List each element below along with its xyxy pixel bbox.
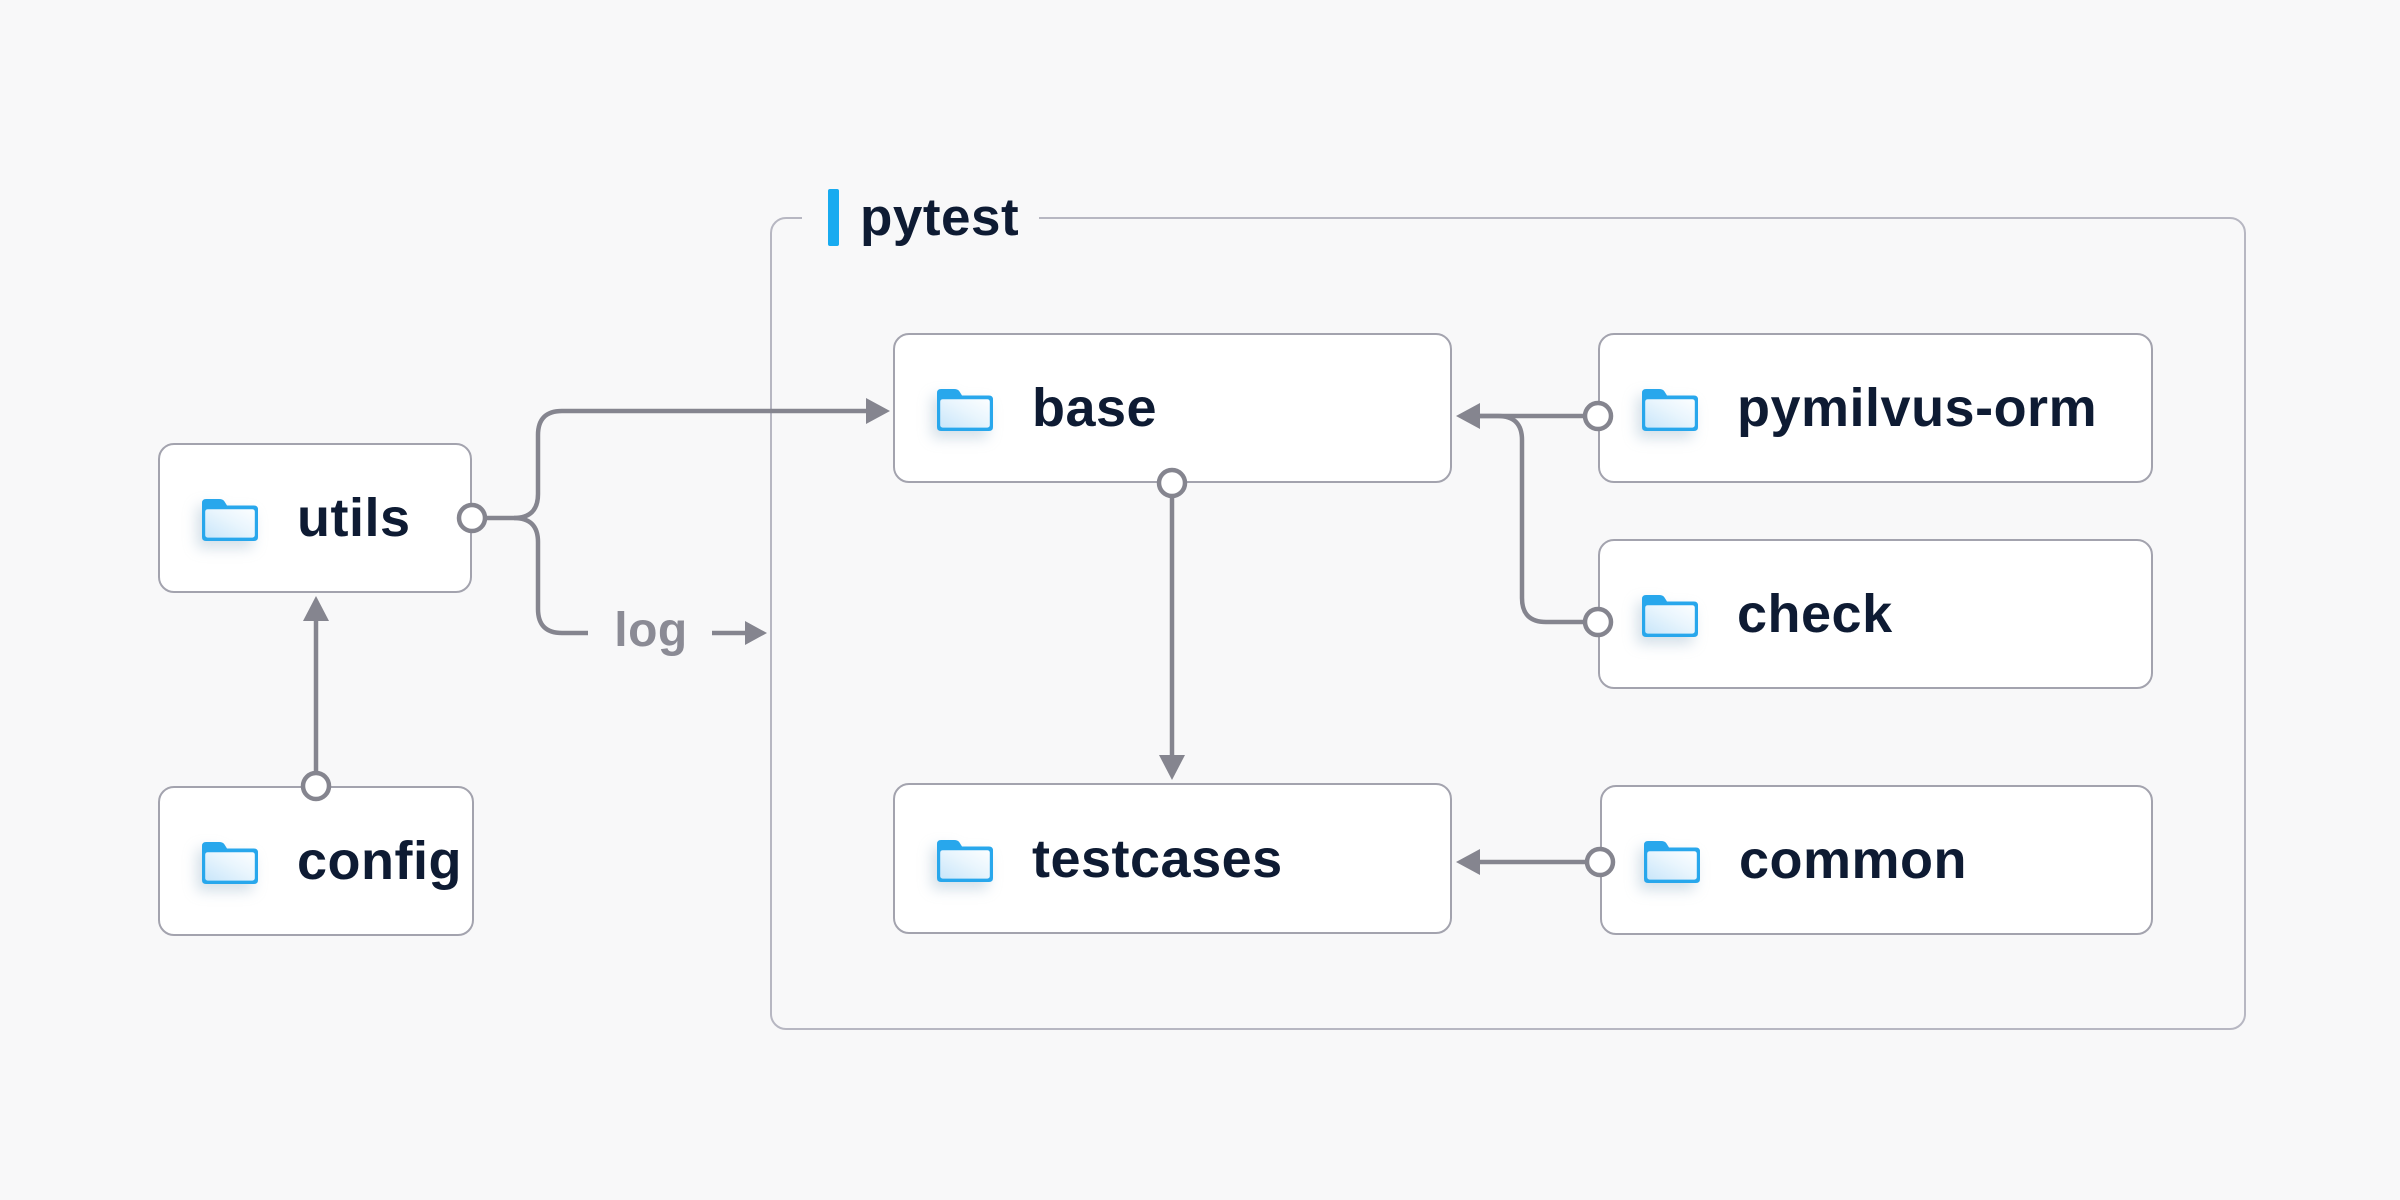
folder-icon — [933, 833, 997, 885]
accent-bar — [828, 188, 839, 246]
node-base: base — [893, 333, 1452, 483]
folder-icon — [198, 835, 262, 887]
node-base-label: base — [1032, 378, 1158, 438]
pytest-group-title: pytest — [860, 187, 1020, 247]
pytest-group-container — [770, 217, 2246, 1030]
node-testcases-label: testcases — [1032, 828, 1283, 889]
node-check: check — [1598, 539, 2153, 689]
node-config-label: config — [297, 831, 462, 891]
folder-icon — [1640, 834, 1704, 886]
node-pymilvus-orm-label: pymilvus-orm — [1737, 378, 2098, 438]
pytest-group-label: pytest — [802, 186, 1040, 248]
folder-icon — [198, 492, 262, 544]
node-pymilvus-orm: pymilvus-orm — [1598, 333, 2153, 483]
node-check-label: check — [1737, 584, 1893, 644]
edge-label-log: log — [614, 604, 688, 657]
node-utils-label: utils — [297, 488, 411, 548]
node-common: common — [1600, 785, 2153, 935]
folder-icon — [1638, 382, 1702, 434]
folder-icon — [1638, 588, 1702, 640]
edge-config-utils — [300, 596, 332, 802]
node-utils: utils — [158, 443, 472, 593]
node-config: config — [158, 786, 474, 936]
node-common-label: common — [1739, 830, 1968, 890]
folder-icon — [933, 382, 997, 434]
node-testcases: testcases — [893, 783, 1452, 934]
